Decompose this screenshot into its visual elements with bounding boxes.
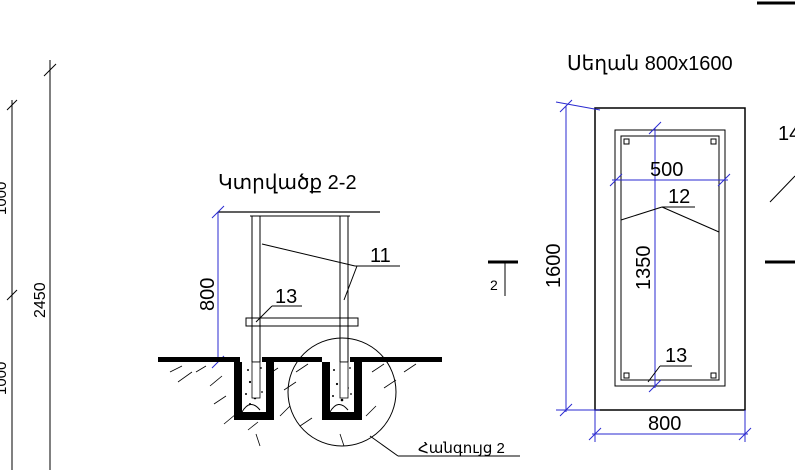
dim-plan-inner-width: 500 [650, 159, 683, 181]
overall-tick-top [43, 63, 57, 77]
plan-width-tick-right [738, 427, 752, 441]
plan-outer-outline [594, 107, 746, 411]
callout-leg: 11 [370, 245, 391, 267]
plan-corner-plates [623, 138, 717, 379]
leader-crossbar-plan [647, 365, 661, 383]
dim-plan-width: 800 [648, 413, 681, 435]
leader-crossbar [255, 305, 273, 323]
section-2-2: Կտրվածք 2-2 800 11 13 [158, 172, 520, 457]
plan-width-tick-left [588, 427, 602, 441]
left-tick-mid [6, 289, 18, 301]
dim-plan-length: 1600 [543, 244, 565, 289]
plan-frame-outer [614, 129, 726, 387]
section-height-tick-top [211, 205, 225, 219]
dim-plan-inner-length: 1350 [633, 246, 655, 291]
leader-leg-b [343, 265, 358, 301]
dim-overall-height: 2450 [32, 282, 49, 318]
ground-left [158, 357, 240, 362]
plan-frame-inner [620, 135, 720, 381]
plan-title: Սեղան 800x1600 [567, 53, 733, 75]
callout-frame: 12 [668, 186, 690, 208]
footing-left [234, 361, 274, 420]
footing-right [322, 361, 362, 420]
leg-left [251, 215, 261, 363]
plan-inner-length-tick-bottom [648, 379, 662, 393]
leg-right [339, 215, 349, 363]
soil-hatching [169, 363, 417, 447]
ground-middle [262, 357, 322, 362]
plan-length-tick-top [559, 99, 573, 113]
crossbar [245, 317, 359, 327]
dim-section-height: 800 [197, 278, 219, 311]
callout-crossbar-section: 13 [275, 286, 297, 308]
cut-marker-left: 2 [488, 260, 518, 296]
leader-edge-partial [769, 175, 795, 203]
callout-edge-partial: 14 [778, 123, 795, 145]
plan-length-tick-bottom [559, 403, 573, 417]
table-plan: Սեղան 800x1600 1600 1350 500 800 [543, 53, 795, 442]
dim-lower-left: 1000 [0, 362, 10, 395]
node-label: Հանգույց 2 [418, 440, 505, 457]
leader-frame-a [620, 206, 663, 221]
left-dimension-group: 1000 1000 2450 [0, 60, 57, 470]
ground-right [350, 357, 442, 362]
detail-circle [287, 337, 397, 447]
plan-inner-width-tick-right [717, 173, 731, 187]
cut-marker-label: 2 [490, 277, 498, 293]
leader-leg-a [261, 243, 356, 267]
section-title: Կտրվածք 2-2 [218, 172, 357, 194]
plan-inner-width-tick-left [609, 173, 623, 187]
callout-crossbar-plan: 13 [665, 345, 687, 367]
plan-length-ext-top [555, 101, 601, 111]
left-tick-top [6, 99, 18, 111]
node-leader [369, 435, 399, 457]
leader-frame-b [661, 206, 720, 233]
dim-upper-left: 1000 [0, 182, 10, 215]
plan-inner-length-tick-top [648, 121, 662, 135]
